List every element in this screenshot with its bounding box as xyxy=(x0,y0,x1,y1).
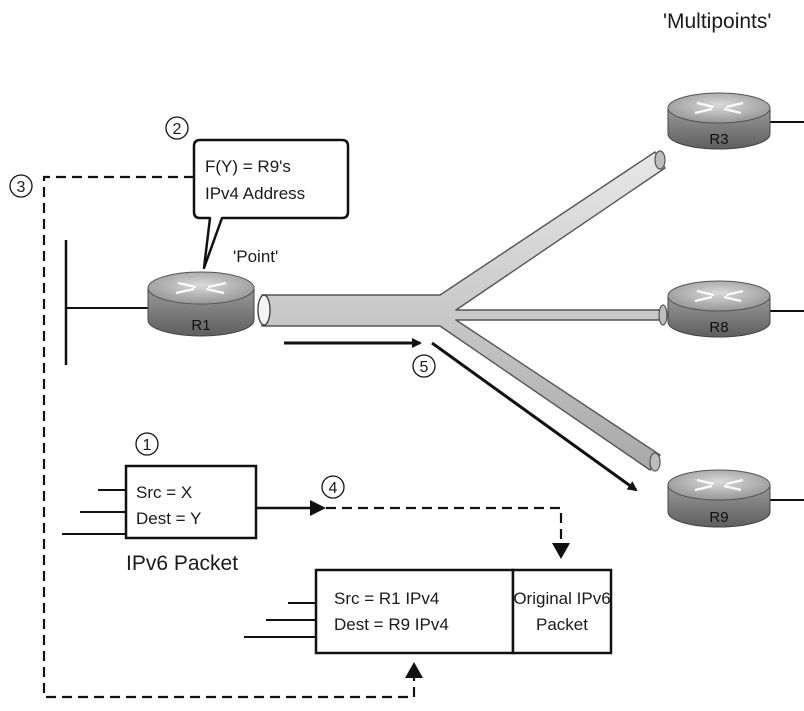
callout-line-1: F(Y) = R9's xyxy=(205,157,291,176)
callout-line-2: IPv4 Address xyxy=(205,184,305,203)
point-label: 'Point' xyxy=(233,247,278,266)
ipv6-dest: Dest = Y xyxy=(136,509,201,528)
router-r9: R9 xyxy=(667,469,771,528)
svg-text:2: 2 xyxy=(173,121,182,138)
router-arrows-icon xyxy=(175,281,227,295)
router-r3-label: R3 xyxy=(709,131,728,148)
router-arrows-icon xyxy=(694,478,744,492)
step-4-arrowhead-1 xyxy=(310,500,326,516)
step-3-dashed-path xyxy=(42,175,416,699)
ipv6-packet-caption: IPv6 Packet xyxy=(126,552,238,575)
step-4-dashed-line xyxy=(326,506,563,543)
router-r8: R8 xyxy=(667,280,771,338)
callout-bubble: F(Y) = R9's IPv4 Address xyxy=(192,138,350,270)
step-4-arrowhead-2 xyxy=(552,543,570,559)
router-r3: R3 xyxy=(667,92,771,150)
tunnel-arrow-segment-2 xyxy=(431,341,638,492)
tunnel xyxy=(257,150,668,472)
router-r1: R1 xyxy=(147,271,255,337)
router-r1-label: R1 xyxy=(191,317,210,334)
multipoints-label: 'Multipoints' xyxy=(663,10,771,33)
ipv6-payload-box xyxy=(511,568,613,655)
step-2-marker: 2 xyxy=(165,116,189,140)
ipv6-src: Src = X xyxy=(136,483,192,502)
router-arrows-icon xyxy=(694,289,744,303)
payload-line-2: Packet xyxy=(536,615,588,634)
router-r9-label: R9 xyxy=(709,509,728,526)
svg-text:5: 5 xyxy=(420,359,429,376)
ipv4-packet: Src = R1 IPv4 Dest = R9 IPv4 Original IP… xyxy=(244,568,613,655)
step-1-marker: 1 xyxy=(135,432,159,456)
step-3-arrowhead xyxy=(405,662,423,678)
svg-text:4: 4 xyxy=(329,480,338,497)
ipv4-header-box xyxy=(314,568,515,655)
router-arrows-icon xyxy=(694,101,744,115)
svg-text:1: 1 xyxy=(143,437,152,454)
ipv6-packet: Src = X Dest = Y IPv6 Packet xyxy=(62,464,258,575)
payload-line-1: Original IPv6 xyxy=(513,589,610,608)
step-5-marker: 5 xyxy=(412,354,436,378)
ipv4-dest: Dest = R9 IPv4 xyxy=(334,615,449,634)
svg-text:3: 3 xyxy=(17,179,26,196)
router-r8-label: R8 xyxy=(709,319,728,336)
step-3-marker: 3 xyxy=(9,174,33,198)
ipv4-src: Src = R1 IPv4 xyxy=(334,589,439,608)
step-4-marker: 4 xyxy=(321,475,345,499)
